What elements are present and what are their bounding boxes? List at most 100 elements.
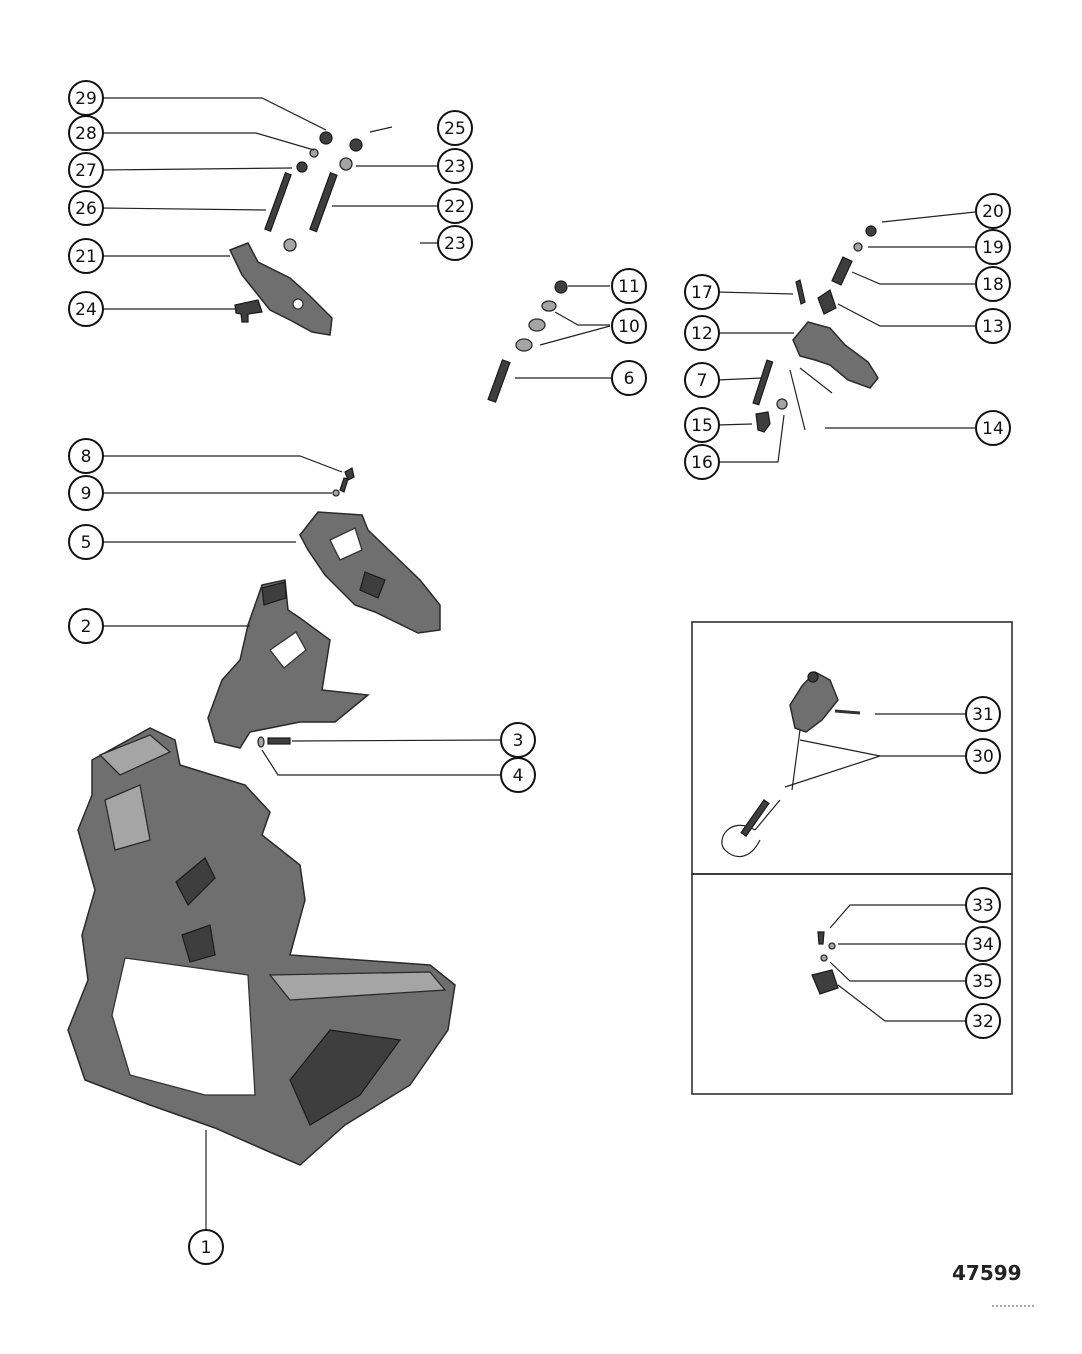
callout-6: 6 xyxy=(611,360,647,396)
part-33-screw xyxy=(817,931,825,945)
callout-label: 19 xyxy=(982,238,1004,258)
callout-circle xyxy=(68,190,104,226)
callout-label: 9 xyxy=(81,484,92,504)
callout-35: 35 xyxy=(965,963,1001,999)
callout-circle xyxy=(437,110,473,146)
callout-circle xyxy=(437,188,473,224)
part-12-housing xyxy=(792,321,879,389)
callout-3: 3 xyxy=(500,722,536,758)
callout-31: 31 xyxy=(965,696,1001,732)
callout-circle xyxy=(437,225,473,261)
part-10-washer-b xyxy=(528,318,546,332)
callout-circle xyxy=(684,315,720,351)
callout-label: 8 xyxy=(81,447,92,467)
part-26-stud xyxy=(264,172,292,232)
callout-circle xyxy=(975,193,1011,229)
callout-label: 21 xyxy=(75,247,97,267)
callout-circle xyxy=(965,963,1001,999)
callout-label: 1 xyxy=(201,1238,212,1258)
part-18-spring xyxy=(831,256,853,286)
callout-label: 23 xyxy=(444,157,466,177)
callout-label: 13 xyxy=(982,317,1004,337)
callout-circle xyxy=(684,444,720,480)
callout-1: 1 xyxy=(188,1229,224,1265)
callout-label: 32 xyxy=(972,1012,994,1032)
callout-circle xyxy=(437,148,473,184)
callout-circle xyxy=(611,308,647,344)
callout-circle xyxy=(684,362,720,398)
part-7-stud xyxy=(752,359,774,406)
callout-circle xyxy=(975,308,1011,344)
callout-circle xyxy=(68,524,104,560)
part-27-nut xyxy=(296,161,308,173)
callout-9: 9 xyxy=(68,475,104,511)
callout-24: 24 xyxy=(68,291,104,327)
callout-16: 16 xyxy=(684,444,720,480)
callout-8: 8 xyxy=(68,438,104,474)
callout-circle xyxy=(68,608,104,644)
inset-box-upper xyxy=(691,621,1013,875)
part-20-nut xyxy=(865,225,877,237)
part-3-bolt xyxy=(267,737,291,745)
callout-19: 19 xyxy=(975,229,1011,265)
callout-label: 24 xyxy=(75,300,97,320)
callout-circle xyxy=(975,410,1011,446)
inset-box-lower xyxy=(691,873,1013,1095)
callout-circle xyxy=(965,926,1001,962)
part-4-washer xyxy=(257,736,265,748)
callout-12: 12 xyxy=(684,315,720,351)
part-10-washer-c xyxy=(515,338,533,352)
callout-7: 7 xyxy=(684,362,720,398)
callout-circle xyxy=(975,229,1011,265)
part-16-washer xyxy=(776,398,788,410)
callout-5: 5 xyxy=(68,524,104,560)
callout-18: 18 xyxy=(975,266,1011,302)
part-11-nut xyxy=(554,280,568,294)
callout-34: 34 xyxy=(965,926,1001,962)
part-10-washer-a xyxy=(541,300,557,312)
callout-15: 15 xyxy=(684,407,720,443)
part-6-stud xyxy=(487,359,511,403)
part-8-bolt xyxy=(339,467,355,493)
callout-label: 29 xyxy=(75,89,97,109)
part-29-nut xyxy=(319,131,333,145)
callout-label: 3 xyxy=(513,731,524,751)
part-23-washer-lower xyxy=(283,238,297,252)
part-5-clamp-bracket xyxy=(299,511,441,634)
part-17-pin xyxy=(795,279,806,305)
callout-circle xyxy=(68,475,104,511)
callout-label: 18 xyxy=(982,275,1004,295)
callout-circle xyxy=(611,268,647,304)
drawing-number: 47599 xyxy=(952,1261,1022,1285)
callout-label: 31 xyxy=(972,705,994,725)
part-9-washer xyxy=(332,489,340,497)
callout-label: 33 xyxy=(972,896,994,916)
callout-label: 16 xyxy=(691,453,713,473)
part-14-cable xyxy=(789,367,833,431)
part-23-washer-upper xyxy=(339,157,353,171)
callout-label: 7 xyxy=(697,371,708,391)
callout-label: 20 xyxy=(982,202,1004,222)
callout-label: 35 xyxy=(972,972,994,992)
callout-22: 22 xyxy=(437,188,473,224)
callout-label: 22 xyxy=(444,197,466,217)
part-13-sleeve xyxy=(817,289,837,315)
part-35-washer xyxy=(820,954,828,962)
callout-label: 12 xyxy=(691,324,713,344)
part-15-screw xyxy=(755,411,771,433)
callout-label: 11 xyxy=(618,277,640,297)
callout-17: 17 xyxy=(684,274,720,310)
callout-32: 32 xyxy=(965,1003,1001,1039)
callout-label: 6 xyxy=(624,369,635,389)
callout-29: 29 xyxy=(68,80,104,116)
callout-label: 34 xyxy=(972,935,994,955)
callout-circle xyxy=(188,1229,224,1265)
callout-label: 15 xyxy=(691,416,713,436)
callout-label: 4 xyxy=(513,766,524,786)
callout-30: 30 xyxy=(965,738,1001,774)
callout-circle xyxy=(965,887,1001,923)
part-1-main-bracket xyxy=(67,727,456,1166)
part-31-screw xyxy=(834,709,861,715)
